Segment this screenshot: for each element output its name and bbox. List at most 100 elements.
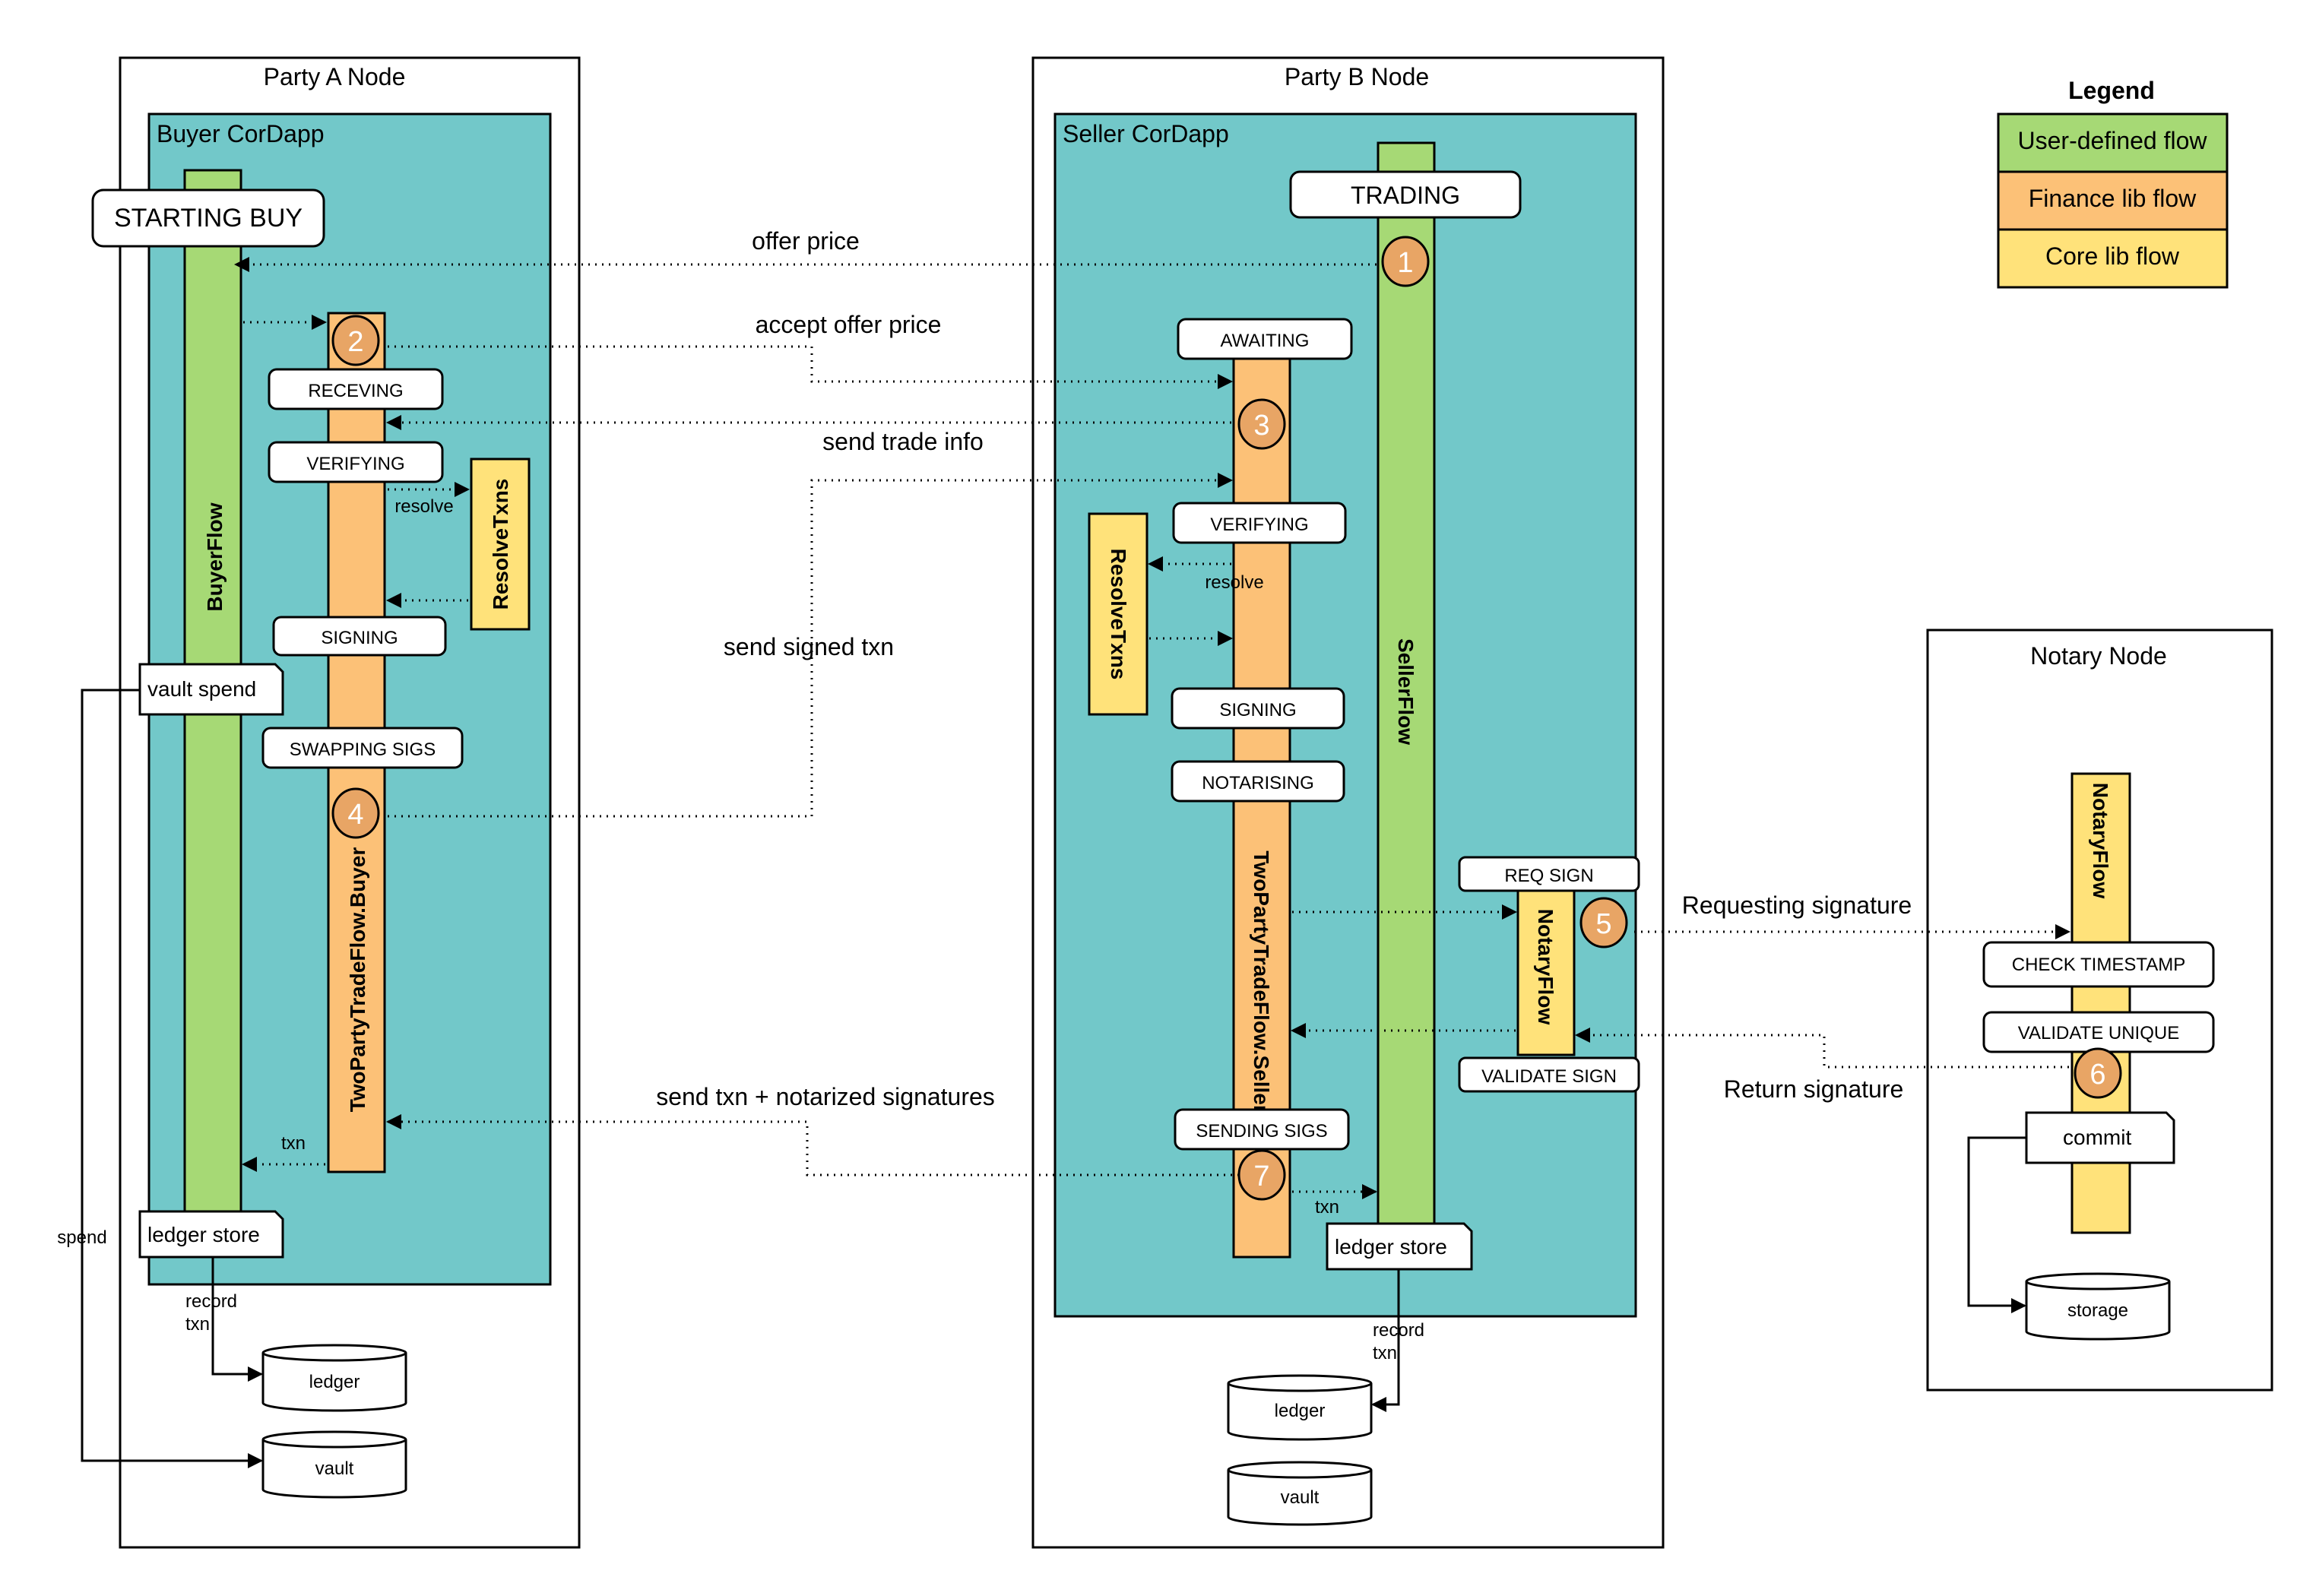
state-swapping-sigs-text: SWAPPING SIGS xyxy=(290,739,436,760)
state-check-timestamp-text: CHECK TIMESTAMP xyxy=(2012,955,2185,975)
legend-core-swatch xyxy=(1997,228,2229,289)
vault-store-a: vault xyxy=(261,1430,407,1499)
ledger-store-b-label: ledger xyxy=(1275,1401,1326,1421)
spend-connector xyxy=(81,689,263,1468)
state-starting-buy-text: STARTING BUY xyxy=(114,204,303,233)
seller-tptf-label: TwoPartyTradeFlow.Seller xyxy=(1250,850,1273,1113)
svg-text:7: 7 xyxy=(1253,1161,1269,1192)
buyer-cordapp-title: Buyer CorDapp xyxy=(157,120,325,147)
label-record-b: record xyxy=(1373,1320,1424,1341)
vault-store-a-label: vault xyxy=(315,1458,354,1479)
arrow-send-signed-txn xyxy=(388,473,1233,818)
state-notarising-text: NOTARISING xyxy=(1202,773,1314,793)
record-connector-a xyxy=(211,1257,263,1382)
svg-text:1: 1 xyxy=(1397,247,1413,279)
svg-text:4: 4 xyxy=(347,799,363,831)
resolve-txns-bar-b xyxy=(1088,512,1148,716)
vault-store-b-label: vault xyxy=(1281,1487,1320,1508)
state-receving xyxy=(268,368,444,410)
svg-text:3: 3 xyxy=(1253,410,1269,442)
notary-flow-bar-b xyxy=(1516,886,1576,1056)
msg-send-signed-txn: send signed txn xyxy=(724,633,894,660)
party-a-node-title: Party A Node xyxy=(264,63,406,90)
label-spend: spend xyxy=(57,1227,106,1248)
label-record-a: record xyxy=(185,1291,237,1312)
msg-return-signature: Return signature xyxy=(1724,1075,1904,1103)
ledger-store-a-label: ledger xyxy=(309,1372,360,1392)
label-txn-a: txn xyxy=(281,1133,306,1154)
notary-node-title: Notary Node xyxy=(2030,642,2167,670)
legend-user-defined-swatch xyxy=(1997,112,2229,173)
legend-title: Legend xyxy=(2068,77,2155,104)
state-receving-text: RECEVING xyxy=(308,381,403,401)
state-signing-a xyxy=(272,616,447,657)
legend-finance-label: Finance lib flow xyxy=(2029,185,2197,212)
resolve-txns-bar-a xyxy=(470,458,531,631)
state-verifying-b-text: VERIFYING xyxy=(1210,515,1308,535)
vault-store-b: vault xyxy=(1227,1461,1373,1526)
step-marker-7: 7 xyxy=(1237,1149,1286,1201)
note-vault-spend xyxy=(138,663,284,716)
arrow-send-txn-notarized xyxy=(386,1114,1239,1176)
buyer-flow-label: BuyerFlow xyxy=(203,502,227,611)
note-commit-text: commit xyxy=(2063,1126,2131,1149)
notary-storage: storage xyxy=(2025,1272,2171,1341)
msg-requesting-signature: Requesting signature xyxy=(1682,891,1912,919)
label-resolve-b: resolve xyxy=(1205,572,1263,593)
svg-text:5: 5 xyxy=(1595,908,1611,940)
seller-cordapp-title: Seller CorDapp xyxy=(1063,120,1229,147)
buyer-tptf-label: TwoPartyTradeFlow.Buyer xyxy=(346,847,369,1113)
state-notarising xyxy=(1171,760,1345,803)
notary-flow-label-n: NotaryFlow xyxy=(2089,783,2112,899)
label-txn-b: txn xyxy=(1315,1197,1339,1218)
msg-send-trade-info: send trade info xyxy=(822,428,984,455)
state-sending-sigs-text: SENDING SIGS xyxy=(1196,1121,1327,1142)
msg-accept-offer: accept offer price xyxy=(756,311,942,338)
state-signing-b-text: SIGNING xyxy=(1219,700,1296,720)
step-marker-3: 3 xyxy=(1237,398,1286,450)
ledger-store-a: ledger xyxy=(261,1344,407,1412)
state-trading xyxy=(1289,170,1522,219)
svg-text:6: 6 xyxy=(2089,1059,2105,1091)
state-req-sign xyxy=(1458,856,1640,892)
msg-offer-price: offer price xyxy=(752,227,860,255)
commit-connector xyxy=(1967,1136,2026,1313)
state-sending-sigs xyxy=(1174,1108,1350,1151)
seller-flow-label: SellerFlow xyxy=(1394,638,1418,745)
step-marker-1: 1 xyxy=(1381,236,1430,287)
state-signing-b xyxy=(1171,687,1345,730)
state-swapping-sigs xyxy=(261,727,464,769)
label-resolve-a: resolve xyxy=(394,496,453,517)
state-check-timestamp xyxy=(1982,941,2215,988)
arrow-return-signature xyxy=(1575,1028,2069,1069)
svg-text:2: 2 xyxy=(347,326,363,358)
state-trading-text: TRADING xyxy=(1351,182,1460,209)
state-validate-sign-text: VALIDATE SIGN xyxy=(1481,1066,1617,1087)
note-ledger-store-b-text: ledger store xyxy=(1335,1235,1447,1259)
step-marker-6: 6 xyxy=(2074,1047,2122,1099)
state-validate-unique-text: VALIDATE UNIQUE xyxy=(2018,1023,2179,1043)
arrow-accept-offer xyxy=(388,345,1233,389)
notary-storage-label: storage xyxy=(2067,1300,2128,1321)
legend-core-label: Core lib flow xyxy=(2045,242,2180,270)
step-marker-4: 4 xyxy=(331,787,380,839)
state-verifying-a xyxy=(268,441,444,483)
note-vault-spend-text: vault spend xyxy=(147,677,256,701)
state-verifying-b xyxy=(1172,502,1347,544)
party-b-node-title: Party B Node xyxy=(1285,63,1429,90)
msg-send-txn-notarized: send txn + notarized signatures xyxy=(656,1083,995,1110)
state-validate-sign xyxy=(1458,1056,1640,1093)
legend-user-defined-label: User-defined flow xyxy=(2018,127,2208,154)
state-starting-buy xyxy=(91,188,325,248)
seller-flow-bar xyxy=(1377,141,1436,1236)
notary-flow-label-b: NotaryFlow xyxy=(1534,909,1557,1025)
label-txn-record-b: txn xyxy=(1373,1343,1397,1363)
note-ledger-store-b xyxy=(1326,1222,1473,1271)
state-req-sign-text: REQ SIGN xyxy=(1504,866,1593,886)
step-marker-2: 2 xyxy=(331,315,380,366)
step-marker-5: 5 xyxy=(1579,897,1628,948)
resolve-txns-label-b: ResolveTxns xyxy=(1107,549,1130,680)
note-ledger-store-a-text: ledger store xyxy=(147,1223,260,1246)
resolve-txns-label-a: ResolveTxns xyxy=(489,479,512,610)
